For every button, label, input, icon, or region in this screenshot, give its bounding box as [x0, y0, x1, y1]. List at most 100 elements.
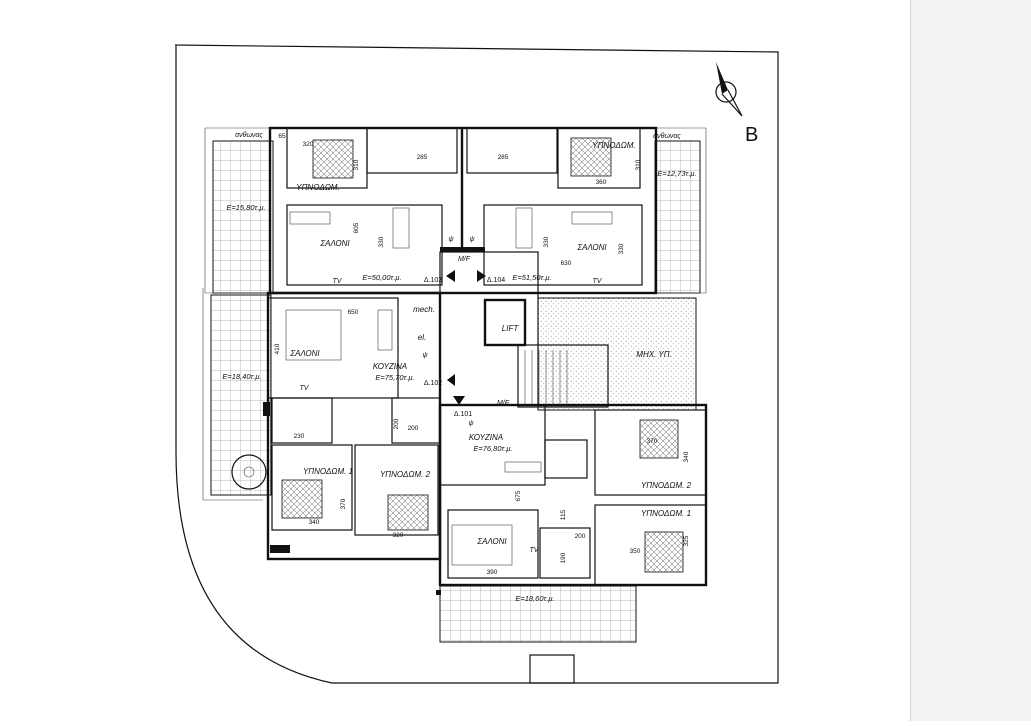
area-label-a8: E=18,60τ.μ. [515, 594, 554, 603]
room-label-r11: ΥΠΝΟΔΩΜ. 1 [641, 509, 691, 518]
area-label-a5: E=75,70τ.μ. [375, 373, 414, 382]
dimension-label-d27: 115 [560, 509, 567, 520]
misc-label-m9: ψ [448, 236, 453, 243]
room-label-r7: ΚΟΥΖΙΝΑ [469, 433, 503, 442]
dimension-label-d23: 325 [683, 535, 690, 546]
dimension-label-d11: 330 [618, 243, 625, 254]
arrow-left [446, 270, 455, 282]
room-label-r8: ΥΠΝΟΔΩΜ. 1 [303, 467, 353, 476]
room-label-r12: ΣΑΛΟΝΙ [476, 537, 507, 546]
dimension-label-d9: 330 [378, 236, 385, 247]
balcony-tiles-nw [212, 140, 274, 294]
bedroom-w2 [354, 444, 439, 536]
dimension-label-d26: 190 [560, 552, 567, 563]
apartment-label-p3: Δ.102 [424, 380, 442, 387]
area-label-a6: E=18,40τ.μ. [222, 372, 261, 381]
room-label-r3: ΣΑΛΟΝΙ [319, 239, 350, 248]
dimension-label-d5: 285 [498, 154, 509, 161]
room-label-r2: ΥΠΝΟΔΩΜ. [592, 141, 635, 150]
dimension-label-d16: 340 [683, 451, 690, 462]
room-label-r6: ΚΟΥΖΙΝΑ [373, 362, 407, 371]
bath-w1 [271, 397, 333, 444]
dimension-label-d4: 285 [417, 154, 428, 161]
room-labels: ΥΠΝΟΔΩΜ. ΥΠΝΟΔΩΜ. ΣΑΛΟΝΙ ΣΑΛΟΝΙ ΣΑΛΟΝΙ ΚΟΥΖΙΝ… [289, 141, 691, 546]
bath-s2 [539, 527, 591, 579]
table-ne [515, 207, 533, 249]
misc-label-m3: M/F [458, 256, 471, 263]
dimension-label-d10: 330 [543, 236, 550, 247]
bedroom-s2 [594, 409, 707, 496]
stair-block [517, 344, 609, 408]
apartment-label-p4: Δ.101 [454, 411, 472, 418]
salon-w [267, 297, 399, 399]
island-w [377, 309, 393, 351]
dimension-label-d2: 320 [303, 141, 314, 148]
room-label-r1: ΥΠΝΟΔΩΜ. [296, 183, 339, 192]
area-labels: E=15,80τ.μ. E=12,73τ.μ. E=50,00τ.μ. E=51,50… [222, 169, 696, 603]
entrance-s [529, 654, 575, 684]
dimension-label-d13: 650 [348, 309, 359, 316]
misc-label-m8: TV [530, 547, 540, 554]
north-arrow [715, 62, 743, 117]
misc-label-m5: TV [333, 278, 343, 285]
sofa-nw [289, 211, 331, 225]
room-label-r5: ΣΑΛΟΝΙ [289, 349, 320, 358]
apartment-label-p1: Δ.103 [424, 277, 442, 284]
dimension-label-d20: 370 [340, 498, 347, 509]
area-label-a4: E=51,50τ.μ. [512, 273, 551, 282]
bedroom-w1 [271, 444, 353, 531]
bath-n1 [366, 127, 458, 174]
misc-label-m1: ανθωνας [235, 132, 263, 139]
dimension-label-d3: 310 [353, 159, 360, 170]
room-label-r13: ΜΗΧ. ΥΠ. [636, 350, 671, 359]
bed-w1 [281, 479, 323, 519]
north-letter: B [745, 124, 758, 146]
sofa-ne [571, 211, 613, 225]
bed-ne [570, 137, 612, 177]
area-label-a7: E=76,80τ.μ. [473, 444, 512, 453]
dimension-label-d22: 320 [393, 532, 404, 539]
dimension-label-d25: 200 [575, 533, 586, 540]
area-label-a1: E=15,80τ.μ. [226, 203, 265, 212]
dimension-label-d14: 410 [274, 343, 281, 354]
island-s [504, 461, 542, 473]
dimension-label-d6: 310 [635, 159, 642, 170]
room-label-r9: ΥΠΝΟΔΩΜ. 2 [380, 470, 431, 479]
railing-w [202, 288, 263, 501]
misc-label-m12: ψ [468, 420, 473, 427]
dimension-label-d19: 675 [515, 490, 522, 501]
balcony-tiles-w [210, 294, 272, 496]
area-label-a2: E=12,73τ.μ. [657, 169, 696, 178]
room-label-r16: el. [418, 333, 426, 342]
floor-plan-canvas: ΥΠΝΟΔΩΜ. ΥΠΝΟΔΩΜ. ΣΑΛΟΝΙ ΣΑΛΟΝΙ ΣΑΛΟΝΙ ΚΟΥΖΙΝ… [174, 44, 779, 684]
dimension-label-d15: 370 [647, 438, 658, 445]
salon-s [447, 509, 539, 579]
stair-treads [524, 350, 568, 405]
dimension-label-d18: 200 [393, 418, 400, 429]
bath-s [544, 439, 588, 479]
dimension-label-d12: 630 [561, 260, 572, 267]
lift-shaft [483, 298, 527, 347]
railing-nw [204, 128, 273, 294]
salon-nw [286, 204, 443, 286]
area-label-a3: E=50,00τ.μ. [362, 273, 401, 282]
dimension-label-d17: 200 [408, 425, 419, 432]
mechanical-room [537, 297, 697, 411]
side-panel [910, 0, 1031, 721]
misc-label-m11: ψ [422, 352, 427, 359]
misc-label-m7: TV [300, 385, 310, 392]
balcony-tiles-s [439, 585, 637, 643]
arrow-right [477, 270, 486, 282]
room-label-r15: mech. [413, 305, 435, 314]
room-label-r14: LIFT [502, 324, 520, 333]
bed-w2 [387, 494, 429, 531]
sofa-s [451, 524, 513, 566]
bath-n2 [466, 127, 558, 174]
arrow-down [447, 374, 455, 386]
bed-s1 [644, 531, 684, 573]
table-nw [392, 207, 410, 249]
dimension-label-d8: 605 [353, 222, 360, 233]
dimension-label-d29: 230 [294, 433, 305, 440]
